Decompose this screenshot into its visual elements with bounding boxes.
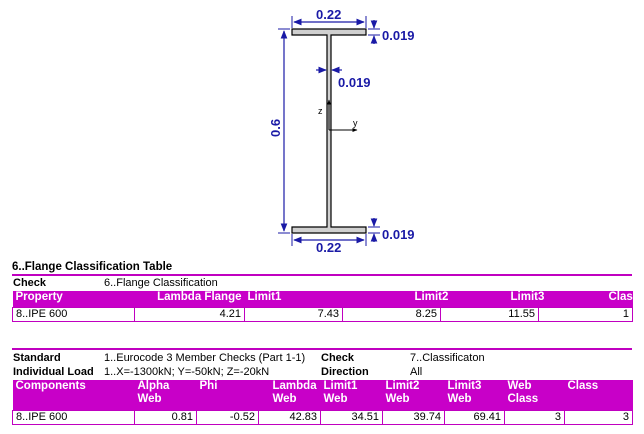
standard-value: 1..Eurocode 3 Member Checks (Part 1-1) xyxy=(104,352,306,364)
cell-limit1-web: 34.51 xyxy=(320,409,383,425)
cell-limit2-web: 39.74 xyxy=(382,409,445,425)
cell-limit2: 8.25 xyxy=(342,306,441,322)
direction-label: Direction xyxy=(321,366,369,378)
individual-load-value: 1..X=-1300kN; Y=-50kN; Z=-20kN xyxy=(104,366,270,378)
dim-bottom-width-label: 0.22 xyxy=(316,240,341,255)
dim-top-width: 0.22 xyxy=(291,7,367,28)
col-phi: Phi xyxy=(196,380,259,410)
col-property: Property xyxy=(12,291,135,307)
web-check-value: 7..Classificaton xyxy=(410,352,485,364)
col-lambda-web: Lambda Web xyxy=(258,380,321,410)
cell-limit1: 7.43 xyxy=(244,306,343,322)
col-limit2: Limit2 xyxy=(342,291,448,307)
cell-lambda-web: 42.83 xyxy=(258,409,321,425)
web-rule xyxy=(12,348,632,350)
cross-section-drawing: z y 0.22 0.019 0.019 0.6 0.019 xyxy=(268,7,415,255)
col-class: Class xyxy=(564,380,633,410)
flange-table-title: 6..Flange Classification Table xyxy=(12,261,173,273)
direction-value: All xyxy=(410,366,423,378)
cell-class: 3 xyxy=(564,409,633,425)
axis-z-label: z xyxy=(318,106,323,116)
dim-top-width-label: 0.22 xyxy=(316,7,341,22)
cell-limit3: 11.55 xyxy=(440,306,539,322)
dim-top-flange-thickness: 0.019 xyxy=(368,20,415,44)
col-components: Components xyxy=(12,380,135,410)
cell-alpha-web: 0.81 xyxy=(134,409,197,425)
dim-web-thickness: 0.019 xyxy=(316,66,371,90)
individual-load-label: Individual Load xyxy=(13,366,94,378)
col-limit3: Limit3 xyxy=(440,291,544,307)
standard-label: Standard xyxy=(13,352,61,364)
col-limit1: Limit1 xyxy=(244,291,343,307)
flange-check-label: Check xyxy=(13,277,47,289)
cell-property: 8..IPE 600 xyxy=(12,306,135,322)
dim-height: 0.6 xyxy=(268,28,290,234)
col-alpha-web: Alpha Web xyxy=(134,380,197,410)
col-limit1-web: Limit1 Web xyxy=(320,380,383,410)
i-section-shape xyxy=(291,28,367,234)
cell-phi: -0.52 xyxy=(196,409,259,425)
dim-bottom-flange-thickness: 0.019 xyxy=(368,218,415,242)
cell-class: 1 xyxy=(538,306,633,322)
col-web-class: Web Class xyxy=(504,380,565,410)
col-class: Class xyxy=(538,291,639,307)
col-limit3-web: Limit3 Web xyxy=(444,380,505,410)
col-lambda-flange: Lambda Flange xyxy=(134,291,245,307)
table-row: 8..IPE 600 0.81 -0.52 42.83 34.51 39.74 … xyxy=(12,409,633,425)
cell-lambda-flange: 4.21 xyxy=(134,306,245,322)
cell-limit3-web: 69.41 xyxy=(444,409,505,425)
dim-top-flange-thickness-label: 0.019 xyxy=(382,28,415,43)
col-limit2-web: Limit2 Web xyxy=(382,380,445,410)
web-check-label: Check xyxy=(321,352,355,364)
flange-classification-table: Property Lambda Flange Limit1 Limit2 Lim… xyxy=(12,291,639,322)
dim-web-thickness-label: 0.019 xyxy=(338,75,371,90)
cell-web-class: 3 xyxy=(504,409,565,425)
local-axes: z y xyxy=(318,99,358,132)
dim-height-label: 0.6 xyxy=(268,119,283,137)
flange-check-value: 6..Flange Classification xyxy=(104,277,218,289)
axis-y-label: y xyxy=(353,118,358,128)
table-row: 8..IPE 600 4.21 7.43 8.25 11.55 1 xyxy=(12,306,633,322)
dim-bottom-flange-thickness-label: 0.019 xyxy=(382,227,415,242)
web-classification-table: Components Alpha Web Phi Lambda Web Limi… xyxy=(12,380,633,425)
dim-bottom-width: 0.22 xyxy=(291,234,367,255)
cell-components: 8..IPE 600 xyxy=(12,409,135,425)
flange-rule xyxy=(12,274,632,276)
